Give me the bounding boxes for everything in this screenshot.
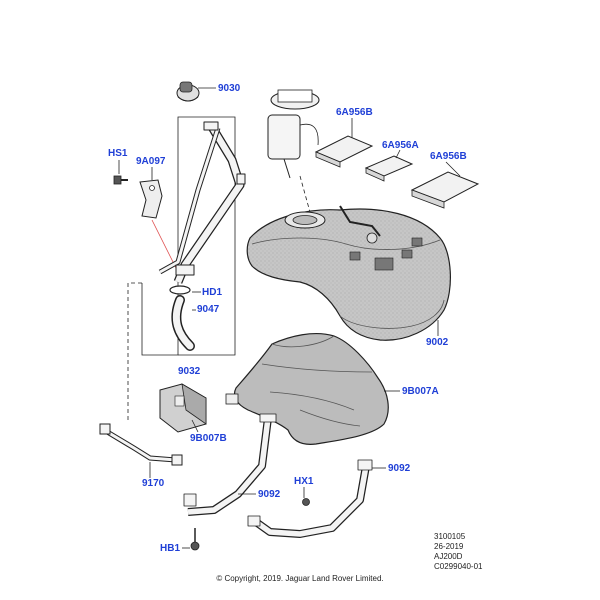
heat-shield-b-part bbox=[159, 383, 207, 433]
callout-6a956b-right[interactable]: 6A956B bbox=[430, 151, 467, 162]
reference-block: 3100105 26-2019 AJ200D C0299040-01 bbox=[434, 532, 482, 572]
filler-pipe-part bbox=[158, 121, 246, 284]
callout-9b007b[interactable]: 9B007B bbox=[190, 433, 227, 444]
bolt-hx1-part bbox=[302, 498, 310, 506]
reference-line-2: 26-2019 bbox=[434, 542, 464, 551]
callout-hx1[interactable]: HX1 bbox=[294, 476, 314, 487]
filter-pad-1 bbox=[314, 135, 374, 168]
fuel-pump-part bbox=[267, 89, 320, 213]
red-leader bbox=[151, 219, 177, 269]
screw-hs1-part bbox=[113, 175, 128, 185]
reference-line-1: 3100105 bbox=[434, 532, 466, 541]
callout-9a097[interactable]: 9A097 bbox=[136, 156, 166, 167]
reference-line-3: AJ200D bbox=[434, 552, 463, 561]
clamp-hd1-part bbox=[169, 285, 191, 295]
copyright-notice: © Copyright, 2019. Jaguar Land Rover Lim… bbox=[216, 574, 384, 583]
vent-pipe-part bbox=[99, 423, 183, 466]
dashed-leader bbox=[127, 282, 142, 420]
callout-9030[interactable]: 9030 bbox=[218, 83, 241, 94]
leader-lines bbox=[118, 87, 461, 549]
filter-pad-2 bbox=[364, 155, 414, 182]
fuel-cap-part bbox=[176, 81, 200, 102]
filter-pad-3 bbox=[410, 171, 480, 209]
callout-9092-right[interactable]: 9092 bbox=[388, 463, 411, 474]
bracket-9a097-part bbox=[139, 179, 163, 219]
callout-9b007a[interactable]: 9B007A bbox=[402, 386, 439, 397]
callout-9170[interactable]: 9170 bbox=[142, 478, 165, 489]
callout-9032[interactable]: 9032 bbox=[178, 366, 201, 377]
callout-9092-left[interactable]: 9092 bbox=[258, 489, 281, 500]
reference-line-4: C0299040-01 bbox=[434, 562, 483, 571]
callout-9047[interactable]: 9047 bbox=[197, 304, 220, 315]
tank-strap-right-part bbox=[247, 459, 373, 538]
callout-hs1[interactable]: HS1 bbox=[108, 148, 128, 159]
callout-9002[interactable]: 9002 bbox=[426, 337, 449, 348]
hose-9047-part bbox=[171, 295, 195, 351]
bolt-hb1-part bbox=[190, 528, 200, 551]
callout-6a956a[interactable]: 6A956A bbox=[382, 140, 419, 151]
callout-hd1[interactable]: HD1 bbox=[202, 287, 223, 298]
fuel-tank-part bbox=[246, 205, 451, 341]
callout-hb1[interactable]: HB1 bbox=[160, 543, 181, 554]
heat-shield-a-part bbox=[225, 333, 389, 445]
callout-6a956b-left[interactable]: 6A956B bbox=[336, 107, 373, 118]
